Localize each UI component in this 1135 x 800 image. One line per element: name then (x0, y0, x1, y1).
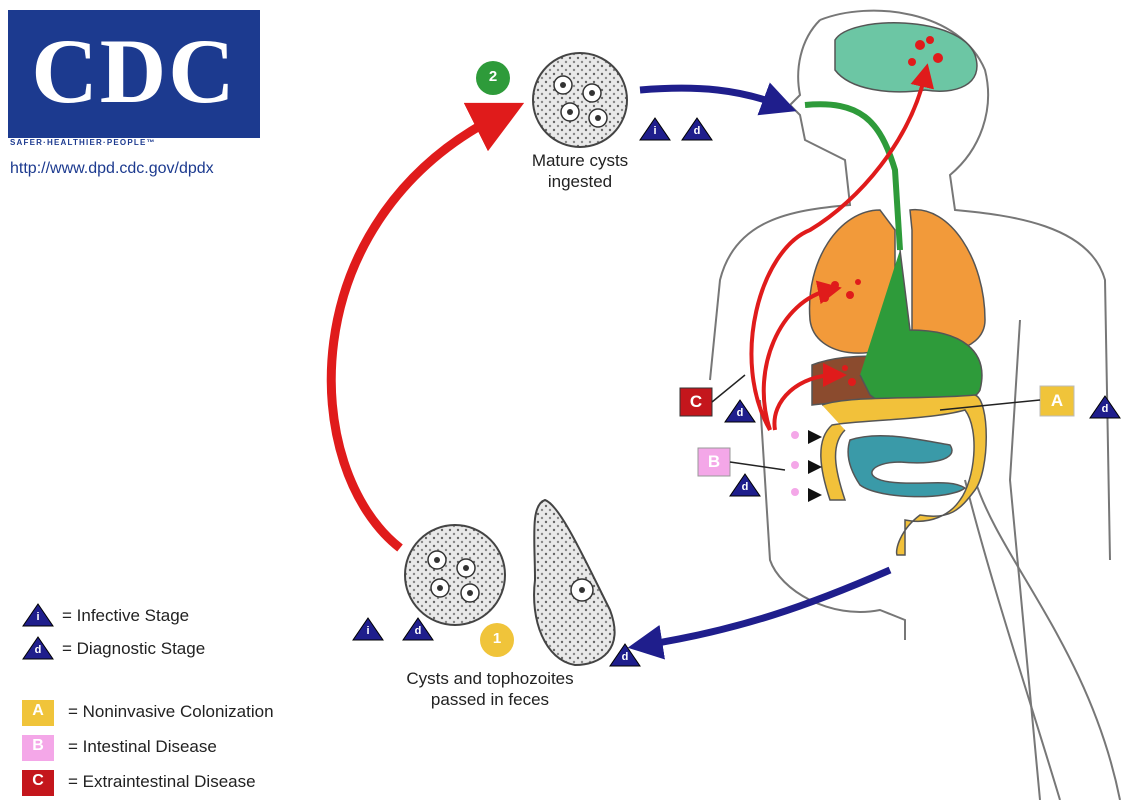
legend-diagnostic-label: = Diagnostic Stage (62, 639, 205, 659)
diagnostic-marker-feces: d (615, 651, 635, 663)
legend-extraintestinal-marker: C (22, 772, 54, 790)
invasion-arrows (808, 430, 822, 502)
mature-cyst-top (533, 53, 627, 147)
cdc-logo-text: CDC (8, 16, 260, 126)
small-intestine (848, 436, 965, 497)
mature-cysts-caption-line1: Mature cysts (480, 150, 680, 171)
diagnostic-marker-bottom: d (408, 625, 428, 637)
intestinal-marker: B (698, 452, 730, 472)
transmission-arrow-red (331, 115, 500, 548)
legend-infective-label: = Infective Stage (62, 606, 189, 626)
diagnostic-marker-noninvasive: d (1095, 403, 1115, 415)
legend-extraintestinal-label: = Extraintestinal Disease (68, 772, 256, 792)
noninvasive-marker: A (1040, 391, 1074, 411)
legend-intestinal-marker: B (22, 737, 54, 755)
passing-arrow-blue (645, 570, 890, 645)
diagnostic-marker-extraintestinal: d (730, 407, 750, 419)
stage-2-number: 2 (476, 68, 510, 85)
mature-cysts-caption-line2: ingested (480, 171, 680, 192)
legend-noninvasive-marker: A (22, 702, 54, 720)
diagnostic-marker-intestinal: d (735, 481, 755, 493)
cdc-logo: CDC (8, 10, 260, 138)
legend-infective-marker: i (28, 611, 48, 623)
intestine-wall (791, 431, 799, 496)
infective-marker-bottom: i (358, 625, 378, 637)
passed-feces-caption-line2: passed in feces (355, 689, 625, 710)
trophozoite (534, 500, 614, 665)
ingestion-arrow-blue (640, 88, 780, 105)
legend-intestinal-label: = Intestinal Disease (68, 737, 217, 757)
large-intestine (821, 395, 986, 555)
cdc-tagline: SAFER·HEALTHIER·PEOPLE™ (10, 138, 156, 147)
legend-diagnostic-marker: d (28, 644, 48, 656)
passed-feces-caption-line1: Cysts and tophozoites (355, 668, 625, 689)
mature-cysts-caption: Mature cysts ingested (480, 150, 680, 192)
passed-feces-caption: Cysts and tophozoites passed in feces (355, 668, 625, 710)
diagnostic-marker-top: d (687, 125, 707, 137)
cyst-bottom (405, 525, 505, 625)
infective-marker-top: i (645, 125, 665, 137)
legend-noninvasive-label: = Noninvasive Colonization (68, 702, 274, 722)
cdc-url: http://www.dpd.cdc.gov/dpdx (10, 160, 214, 178)
extraintestinal-marker: C (680, 392, 712, 412)
stage-1-number: 1 (480, 630, 514, 647)
